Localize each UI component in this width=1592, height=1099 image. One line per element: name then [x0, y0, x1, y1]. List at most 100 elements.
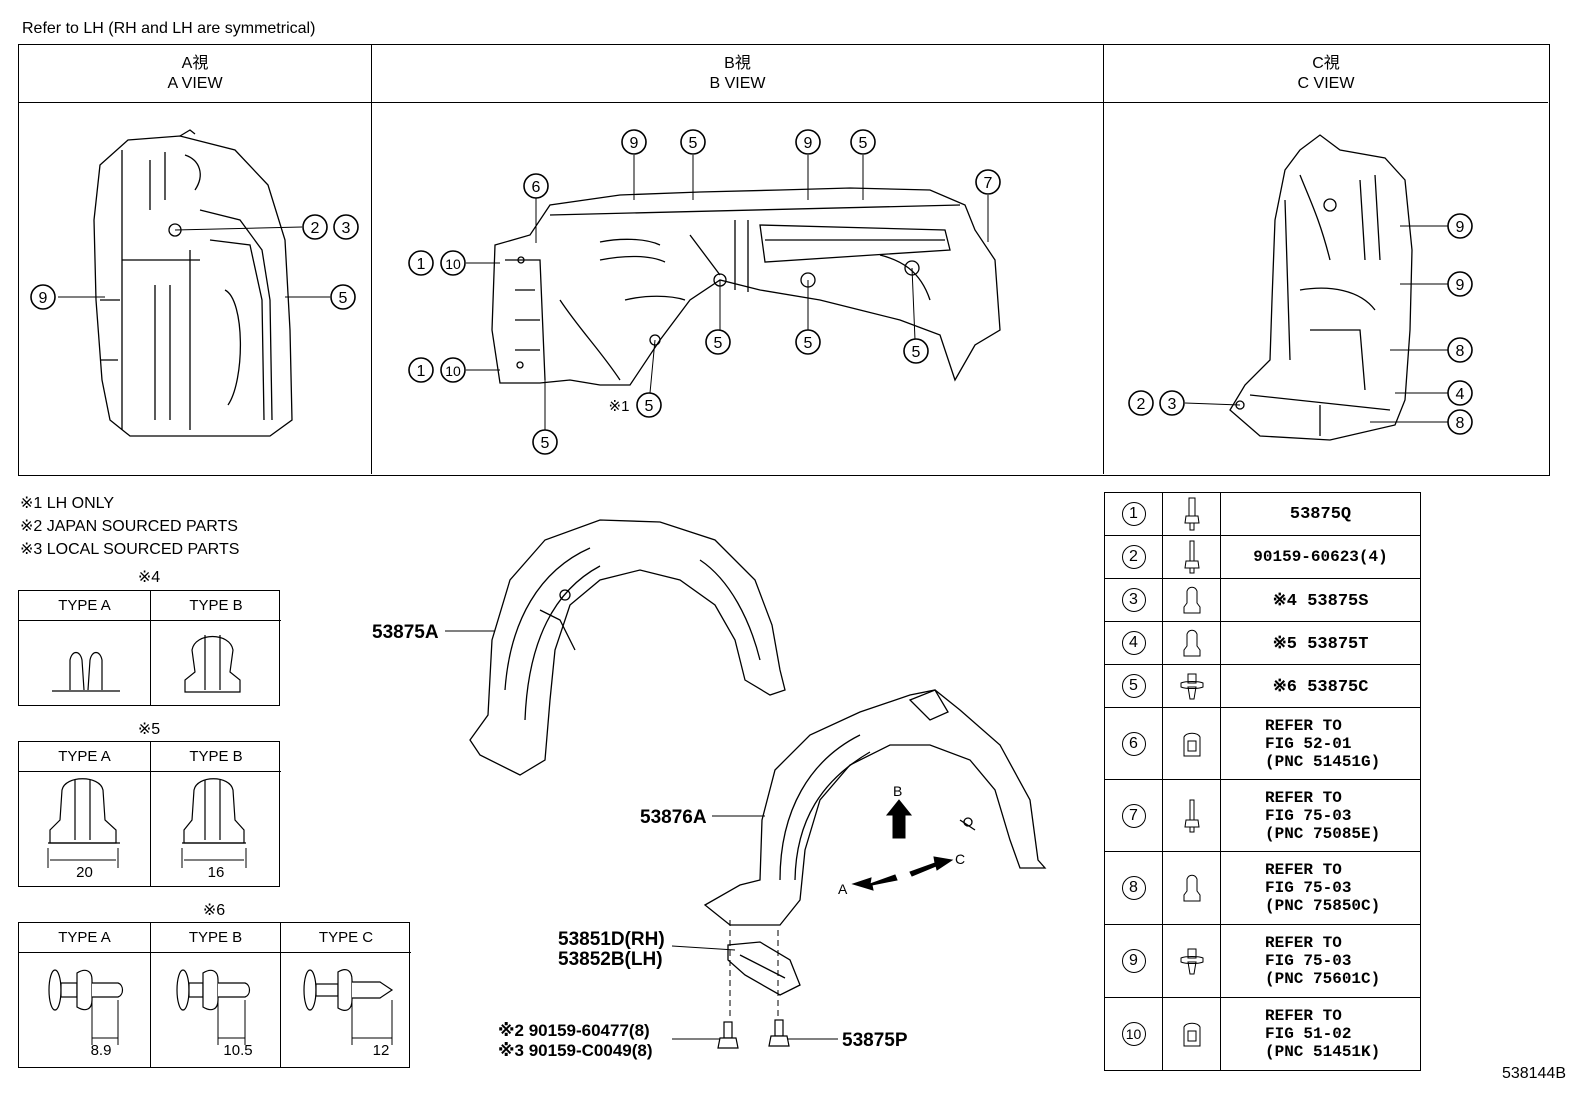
type-4-a-header: TYPE A [19, 591, 150, 621]
svg-text:9: 9 [1456, 219, 1465, 236]
callout-a-9: 9 [30, 284, 56, 310]
clip-icon [1183, 586, 1200, 614]
svg-text:5: 5 [859, 135, 868, 152]
parts-row-9-num: 9 [1121, 949, 1146, 973]
callout-b-9a: 9 [621, 129, 647, 155]
parts-row-1: 1 53875Q [1105, 493, 1420, 536]
type-6-b-dim: 10.5 [223, 1042, 253, 1059]
parts-row-8: 8 REFER TO FIG 75-03 (PNC 75850C) [1105, 852, 1420, 925]
part-labels: 53875A 53876A 53851D(RH) 53852B(LH) ※2 9… [372, 622, 908, 1060]
callout-b-7: 7 [975, 169, 1001, 195]
view-b: B視 B VIEW [371, 45, 1104, 474]
view-b-label: B VIEW [709, 75, 766, 92]
label-53852b: 53852B(LH) [558, 949, 663, 970]
callout-b-1b: 1 [408, 357, 434, 383]
parts-row-4-text: ※5 53875T [1272, 634, 1369, 654]
type-drawings [48, 635, 394, 1011]
parts-row-6-text: REFER TO FIG 52-01 (PNC 51451G) [1265, 716, 1381, 771]
type-5-a-header: TYPE A [19, 742, 150, 772]
parts-row-5-num: 5 [1121, 674, 1146, 698]
arrow-b-icon [885, 799, 913, 839]
parts-row-8-num: 8 [1121, 876, 1146, 900]
callout-b-10a: 10 [440, 250, 466, 276]
label-90159-local: ※3 90159-C0049(8) [498, 1041, 653, 1060]
view-c-liner-drawing [1229, 134, 1413, 441]
callout-c-9b: 9 [1447, 271, 1473, 297]
note-1: ※1 LH ONLY [20, 495, 115, 512]
callout-b-5b: 5 [850, 129, 876, 155]
parts-row-9-text: REFER TO FIG 75-03 (PNC 75601C) [1265, 934, 1381, 988]
type-5-b-header: TYPE B [151, 742, 281, 772]
view-a-kanji: A視 [181, 55, 209, 72]
type-table-4-title: ※4 [137, 569, 161, 586]
dimension-lines [47, 848, 393, 1045]
svg-text:5: 5 [645, 398, 654, 415]
view-b-liner-drawing [491, 187, 1001, 386]
parts-row-5-text: ※6 53875C [1272, 677, 1369, 697]
arrow-a-label: A [838, 881, 848, 897]
view-b-header: B視 B VIEW [372, 45, 1103, 103]
view-c-kanji: C視 [1312, 55, 1340, 72]
parts-row-1-num: 1 [1121, 502, 1146, 526]
liner-53876a-drawing [703, 689, 1047, 996]
svg-text:5: 5 [689, 135, 698, 152]
nut-clip-icon [1183, 732, 1200, 756]
parts-row-10-text: REFER TO FIG 51-02 (PNC 51451K) [1265, 1007, 1381, 1061]
liner-53875a-drawing [469, 519, 786, 776]
parts-row-7-num: 7 [1121, 803, 1146, 828]
svg-text:9: 9 [39, 290, 48, 307]
parts-row-6-num: 6 [1121, 731, 1146, 756]
type-6-a-dim: 8.9 [90, 1042, 112, 1059]
callout-b-5c: 5 [705, 329, 731, 355]
callout-b-5a: 5 [680, 129, 706, 155]
parts-row-4: 4 ※5 53875T [1105, 622, 1420, 665]
type-table-5: TYPE A 20 TYPE B 16 [18, 741, 281, 887]
callout-b-9b: 9 [795, 129, 821, 155]
callout-c-3: 3 [1159, 390, 1185, 416]
arrow-a-icon [851, 874, 898, 891]
callout-c-8b: 8 [1447, 409, 1473, 435]
type-table-6-title: ※6 [202, 902, 226, 919]
views-panel: A視 A VIEW B視 B VIEW C視 C VIEW [18, 44, 1550, 476]
callout-c-9a: 9 [1447, 213, 1473, 239]
screw-icon [1183, 540, 1200, 574]
view-a: A視 A VIEW [19, 45, 371, 474]
push-rivet-icon [1180, 673, 1203, 700]
callout-c-2: 2 [1128, 390, 1154, 416]
type-table-4: TYPE A TYPE B [18, 590, 281, 706]
type-table-6: TYPE A 8.9 TYPE B 10.5 TYPE C 12 [18, 922, 411, 1068]
view-b-kanji: B視 [724, 55, 751, 72]
svg-text:3: 3 [342, 220, 351, 237]
svg-text:10: 10 [445, 363, 461, 379]
svg-text:5: 5 [804, 335, 813, 352]
view-c-header: C視 C VIEW [1104, 45, 1548, 103]
callout-a-2: 2 [302, 214, 328, 240]
svg-text:9: 9 [1456, 277, 1465, 294]
parts-row-1-text: 53875Q [1289, 504, 1352, 524]
callout-b-10b: 10 [440, 357, 466, 383]
callout-c-4: 4 [1447, 380, 1473, 406]
callout-b-1a: 1 [408, 250, 434, 276]
label-53876a: 53876A [640, 807, 707, 828]
nut-clip-icon [1183, 1022, 1200, 1047]
callout-b-6: 6 [523, 173, 549, 199]
view-c-label: C VIEW [1297, 75, 1355, 92]
svg-text:5: 5 [339, 290, 348, 307]
screw-90159-drawing [717, 1021, 739, 1049]
direction-arrows [851, 799, 954, 891]
callout-a-5: 5 [330, 284, 356, 310]
svg-text:4: 4 [1456, 386, 1465, 403]
type-4-b-header: TYPE B [151, 591, 281, 621]
note-2: ※2 JAPAN SOURCED PARTS [20, 518, 238, 535]
svg-text:9: 9 [630, 135, 639, 152]
type-6-b-header: TYPE B [151, 923, 280, 953]
screw-icon [1183, 799, 1200, 832]
type-6-a-header: TYPE A [19, 923, 150, 953]
screw-53875p-drawing [768, 1019, 790, 1047]
note-3: ※3 LOCAL SOURCED PARTS [20, 541, 240, 558]
svg-text:5: 5 [912, 344, 921, 361]
parts-row-8-text: REFER TO FIG 75-03 (PNC 75850C) [1265, 861, 1381, 915]
parts-row-5: 5 ※6 53875C [1105, 665, 1420, 708]
svg-text:1: 1 [417, 363, 426, 380]
label-53851d: 53851D(RH) [558, 929, 665, 950]
